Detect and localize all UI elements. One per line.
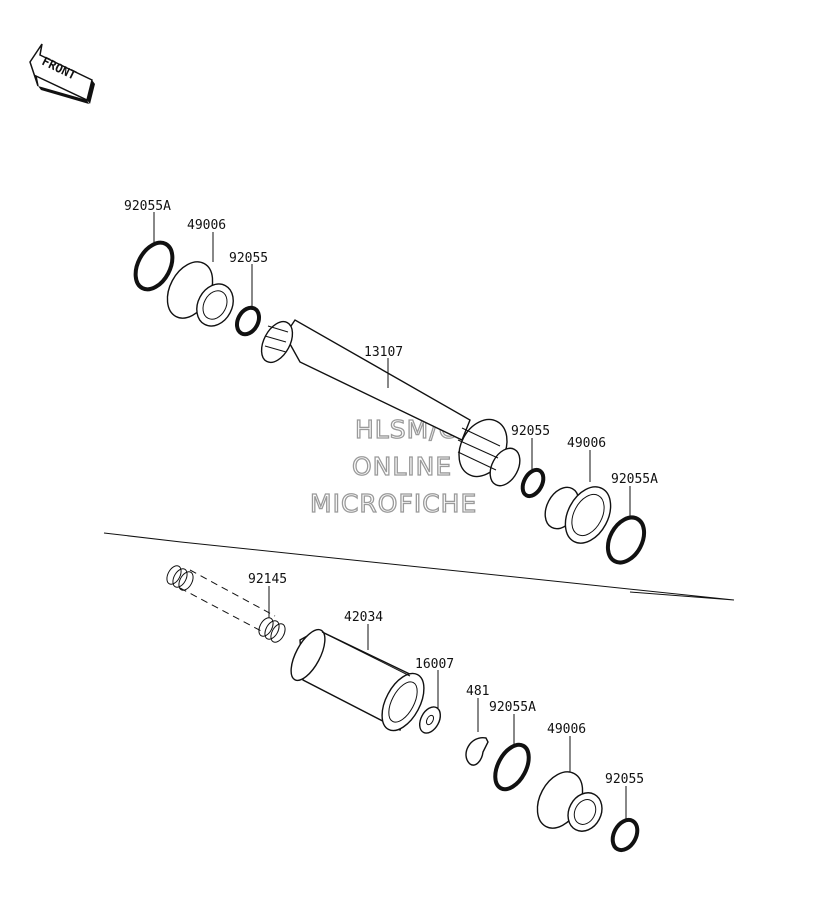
label-13107: 13107 — [364, 345, 403, 360]
oring-92055A-top — [133, 240, 175, 292]
boot-49006-bot — [536, 771, 603, 832]
label-92055-mid: 92055 — [511, 424, 550, 439]
oring-92055A-bot — [493, 742, 531, 792]
shaft-13107 — [260, 319, 521, 487]
label-49006-mid: 49006 — [567, 436, 606, 451]
label-42034: 42034 — [344, 610, 383, 625]
label-92055A-bot: 92055A — [489, 700, 536, 715]
washer-16007 — [418, 706, 442, 734]
boot-49006-top — [166, 261, 234, 327]
label-49006-bot: 49006 — [547, 722, 586, 737]
clip-481 — [465, 737, 489, 766]
oring-92055-bot — [610, 817, 640, 853]
label-16007: 16007 — [415, 657, 454, 672]
label-92055-bot: 92055 — [605, 772, 644, 787]
label-92145: 92145 — [248, 572, 287, 587]
watermark-line-2: ONLINE — [352, 452, 452, 481]
label-92055-top: 92055 — [229, 251, 268, 266]
boot-49006-mid — [544, 486, 612, 544]
leader-lines — [153, 212, 631, 820]
label-92055A-mid: 92055A — [611, 472, 658, 487]
oring-92055-mid — [520, 467, 546, 499]
label-481: 481 — [466, 684, 489, 699]
spring-92145 — [166, 565, 286, 643]
part-labels: 92055A 49006 92055 13107 92055 49006 920… — [124, 199, 658, 787]
oring-92055-top — [234, 305, 262, 337]
coupling-42034 — [290, 628, 425, 732]
watermark-line-3: MICROFICHE — [310, 489, 477, 518]
label-92055A-top: 92055A — [124, 199, 171, 214]
front-arrow-icon: FRONT — [29, 43, 95, 104]
reference-lines — [103, 532, 735, 601]
oring-92055A-mid — [605, 515, 647, 565]
label-49006-top: 49006 — [187, 218, 226, 233]
